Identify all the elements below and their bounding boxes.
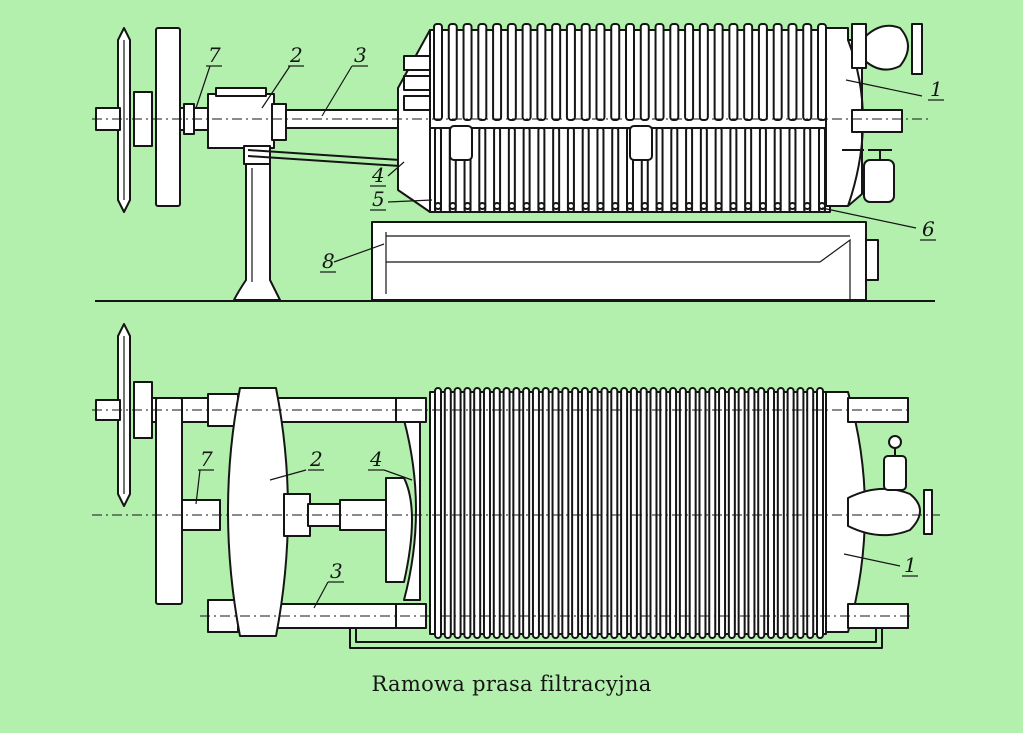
side-pulley: [155, 27, 181, 207]
top-pressure-plate: [385, 397, 427, 629]
side-leader-fixed-head: [845, 79, 923, 97]
side-leader-frame-lug: [387, 199, 433, 203]
top-view: [92, 323, 940, 649]
top-pulley: [155, 397, 183, 605]
side-label-movable-head: 2: [289, 43, 303, 67]
top-label-movable-head: 2: [309, 447, 323, 471]
side-trough: [371, 221, 879, 301]
figure-caption: Ramowa prasa filtracyjna: [371, 672, 652, 696]
top-leader-screw-spindle: [195, 469, 201, 505]
side-view: [92, 23, 935, 302]
side-leader-guide-bar: [321, 65, 353, 117]
top-label-pressure-plate: 4: [369, 447, 383, 471]
side-leader-collecting-trough: [333, 243, 385, 263]
side-label-collecting-trough: 8: [322, 249, 335, 273]
top-leader-movable-head: [269, 469, 307, 481]
top-label-fixed-head: 1: [904, 553, 917, 577]
side-leader-movable-head: [261, 65, 291, 109]
side-label-frame-lug: 5: [372, 187, 385, 211]
top-fixed-head: [825, 391, 933, 633]
top-handwheel: [117, 323, 131, 507]
side-label-fixed-head: 1: [930, 77, 943, 101]
side-fixed-head: [825, 23, 923, 207]
side-movable-head: [207, 87, 287, 165]
side-filter-stack: [429, 23, 831, 213]
side-label-guide-bar: 3: [354, 43, 367, 67]
side-label-filtrate-outlet: 6: [922, 217, 935, 241]
side-leader-pressure-plate: [387, 161, 405, 177]
side-label-pressure-plate: 4: [371, 163, 385, 187]
side-pedestal: [233, 163, 281, 301]
top-leader-pressure-plate: [383, 469, 413, 481]
top-leader-fixed-head: [843, 553, 901, 567]
side-leader-screw-spindle: [195, 65, 211, 109]
top-drain-pipe: [349, 628, 883, 649]
top-leader-guide-bar: [313, 581, 329, 609]
top-filter-stack: [429, 387, 827, 639]
top-movable-head: [227, 387, 289, 637]
top-label-guide-bar: 3: [330, 559, 343, 583]
top-label-screw-spindle: 7: [200, 447, 213, 471]
side-handwheel: [117, 27, 131, 213]
side-leader-filtrate-outlet: [821, 207, 917, 229]
side-label-screw-spindle: 7: [208, 43, 221, 67]
